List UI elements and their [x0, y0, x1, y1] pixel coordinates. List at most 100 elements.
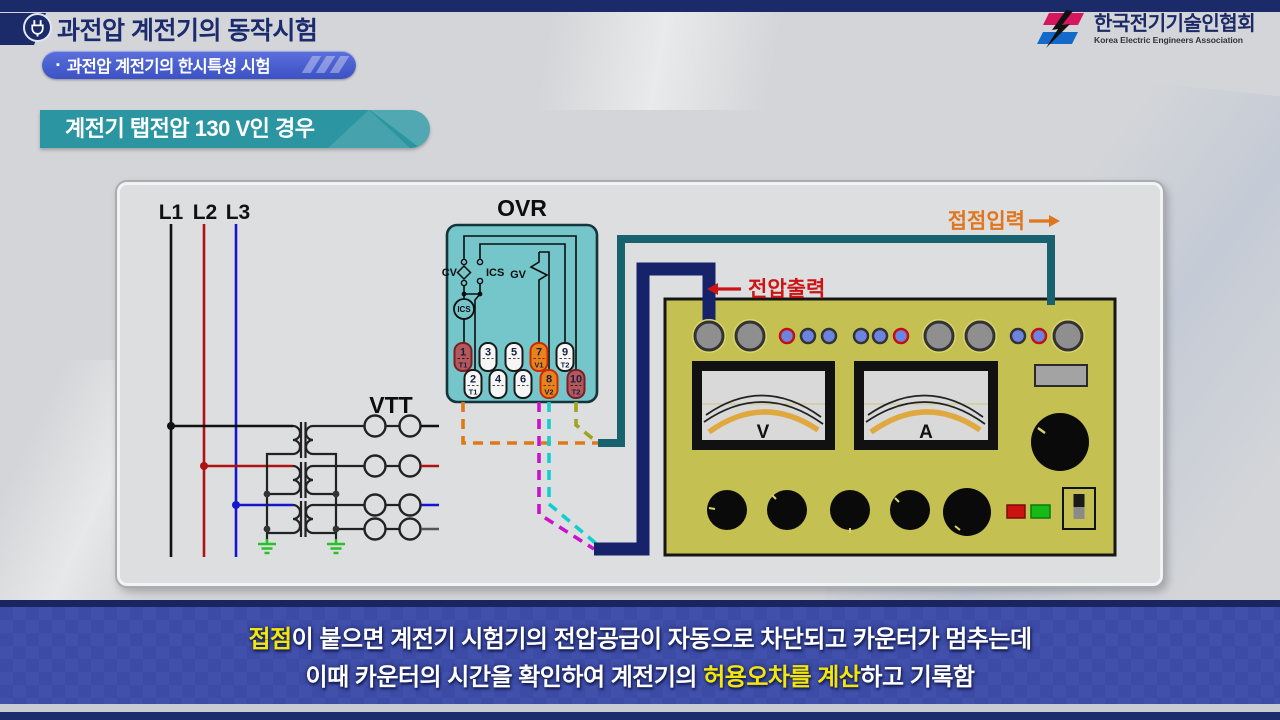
ics-coil-label: ICS [457, 305, 471, 314]
lead-orange-t1 [461, 402, 598, 445]
pill-slash-decoration [301, 56, 350, 73]
led-indicator [852, 327, 870, 345]
display-window [1034, 364, 1088, 387]
ovr-cv-contact [456, 258, 472, 287]
led-indicator [778, 327, 796, 345]
ammeter: A [854, 361, 998, 450]
bottom-border-strip [0, 712, 1280, 720]
svg-text:10: 10 [570, 374, 582, 386]
circuit-diagram: L1 L2 L3 [159, 195, 1117, 557]
ovr-test-leads [461, 402, 601, 551]
led-indicator [799, 327, 817, 345]
binding-post [733, 319, 767, 353]
svg-text:V1: V1 [534, 361, 543, 370]
bottom-gray-strip [0, 704, 1280, 712]
subtitle-bullet: ▪ [56, 59, 60, 71]
terminal-7: 7 V1 [529, 342, 549, 372]
caption-bar: 접점이 붙으면 계전기 시험기의 전압공급이 자동으로 차단되고 카운터가 멈추… [0, 607, 1280, 704]
ground-symbols [258, 539, 345, 555]
terminal-6: 6 [513, 369, 533, 399]
cv-label: CV [442, 267, 458, 279]
contact-input-label: 접점입력 [948, 210, 1025, 233]
diagram-panel: L1 L2 L3 [115, 180, 1165, 588]
svg-text:T1: T1 [459, 361, 468, 370]
lead-olive-t2 [574, 402, 600, 445]
section-banner: 계전기 탭전압 130 V인 경우 [40, 110, 430, 148]
left-arrow-icon [707, 283, 741, 295]
svg-text:6: 6 [520, 374, 526, 386]
caption-highlight: 접점 [248, 626, 292, 653]
terminal-9: 9 T2 [555, 342, 575, 372]
ovr-terminals-bottom: 2 T1 4 6 8 [463, 369, 586, 399]
vtt-transformers [265, 422, 399, 539]
phase-label-l2: L2 [193, 201, 218, 224]
contact-input-wire [598, 235, 1055, 447]
binding-post [1051, 319, 1085, 353]
terminal-1: 1 T1 [453, 342, 473, 372]
ammeter-label: A [919, 422, 933, 443]
lead-magenta-v1 [537, 402, 595, 551]
ovr-label: OVR [497, 195, 547, 221]
ovr-internal-wiring [463, 235, 577, 370]
junction-dot [477, 291, 483, 297]
main-dial-knob [1031, 413, 1089, 471]
svg-text:7: 7 [536, 347, 542, 359]
svg-text:4: 4 [495, 374, 502, 386]
led-indicator [1009, 327, 1027, 345]
led-indicator [892, 327, 910, 345]
phase-label-l1: L1 [159, 201, 184, 224]
association-logo-text: 한국전기기술인협회 Korea Electric Engineers Assoc… [1094, 13, 1256, 45]
voltage-output-wire [594, 262, 716, 556]
vtt-output-stubs [421, 424, 439, 531]
binding-post [963, 319, 997, 353]
vtt-label: VTT [369, 392, 412, 418]
banner-text: 계전기 탭전압 130 V인 경우 [65, 116, 315, 141]
background-decoration [380, 0, 940, 110]
svg-text:V2: V2 [544, 388, 553, 397]
knob [707, 490, 747, 530]
svg-text:5: 5 [511, 347, 517, 359]
terminal-5: 5 [504, 342, 524, 372]
phase-label-l3: L3 [226, 201, 251, 224]
subtitle-pill: ▪ 과전압 계전기의 한시특성 시험 [42, 51, 356, 79]
knob [890, 490, 930, 530]
junction-dot [461, 291, 467, 297]
binding-post [692, 319, 726, 353]
ovr-terminals-top: 1 T1 3 5 7 [453, 342, 575, 372]
plug-icon-glyph [31, 20, 44, 37]
terminal-4: 4 [488, 369, 508, 399]
right-arrow-icon [1029, 215, 1060, 227]
phase-lines: L1 L2 L3 [159, 201, 293, 557]
caption-line-2: 이때 카운터의 시간을 확인하여 계전기의 허용오차를 계산하고 기록함 [305, 664, 975, 691]
terminal-10: 10 T2 [566, 369, 586, 399]
vtt-terminals [363, 414, 422, 541]
svg-text:8: 8 [546, 374, 552, 386]
association-logo-icon [1037, 10, 1084, 48]
tester-binding-posts [692, 319, 1085, 353]
led-indicator [820, 327, 838, 345]
svg-text:9: 9 [562, 347, 568, 359]
knob [767, 490, 807, 530]
svg-text:T2: T2 [572, 388, 581, 397]
tester-led-indicators [778, 327, 1048, 345]
knob [943, 488, 991, 536]
vtt-bus-dots [263, 490, 340, 533]
green-lamp [1030, 504, 1051, 519]
voltage-output-label: 전압출력 [748, 278, 825, 301]
svg-text:3: 3 [485, 347, 491, 359]
caption-top-band [0, 600, 1280, 607]
adjustment-knobs [707, 488, 991, 536]
gv-label: GV [510, 269, 527, 281]
knob [830, 490, 870, 530]
ovr-ics-contact [476, 258, 484, 285]
logo-korean-name: 한국전기기술인협회 [1094, 13, 1256, 35]
terminal-2: 2 T1 [463, 369, 483, 399]
ovr-ics-coil [453, 298, 475, 320]
ics-contact-label: ICS [486, 267, 504, 279]
binding-post [922, 319, 956, 353]
svg-text:T1: T1 [469, 388, 478, 397]
caption-highlight: 허용오차를 계산 [703, 664, 861, 691]
svg-text:T2: T2 [561, 361, 570, 370]
lead-cyan-v2 [547, 402, 601, 548]
